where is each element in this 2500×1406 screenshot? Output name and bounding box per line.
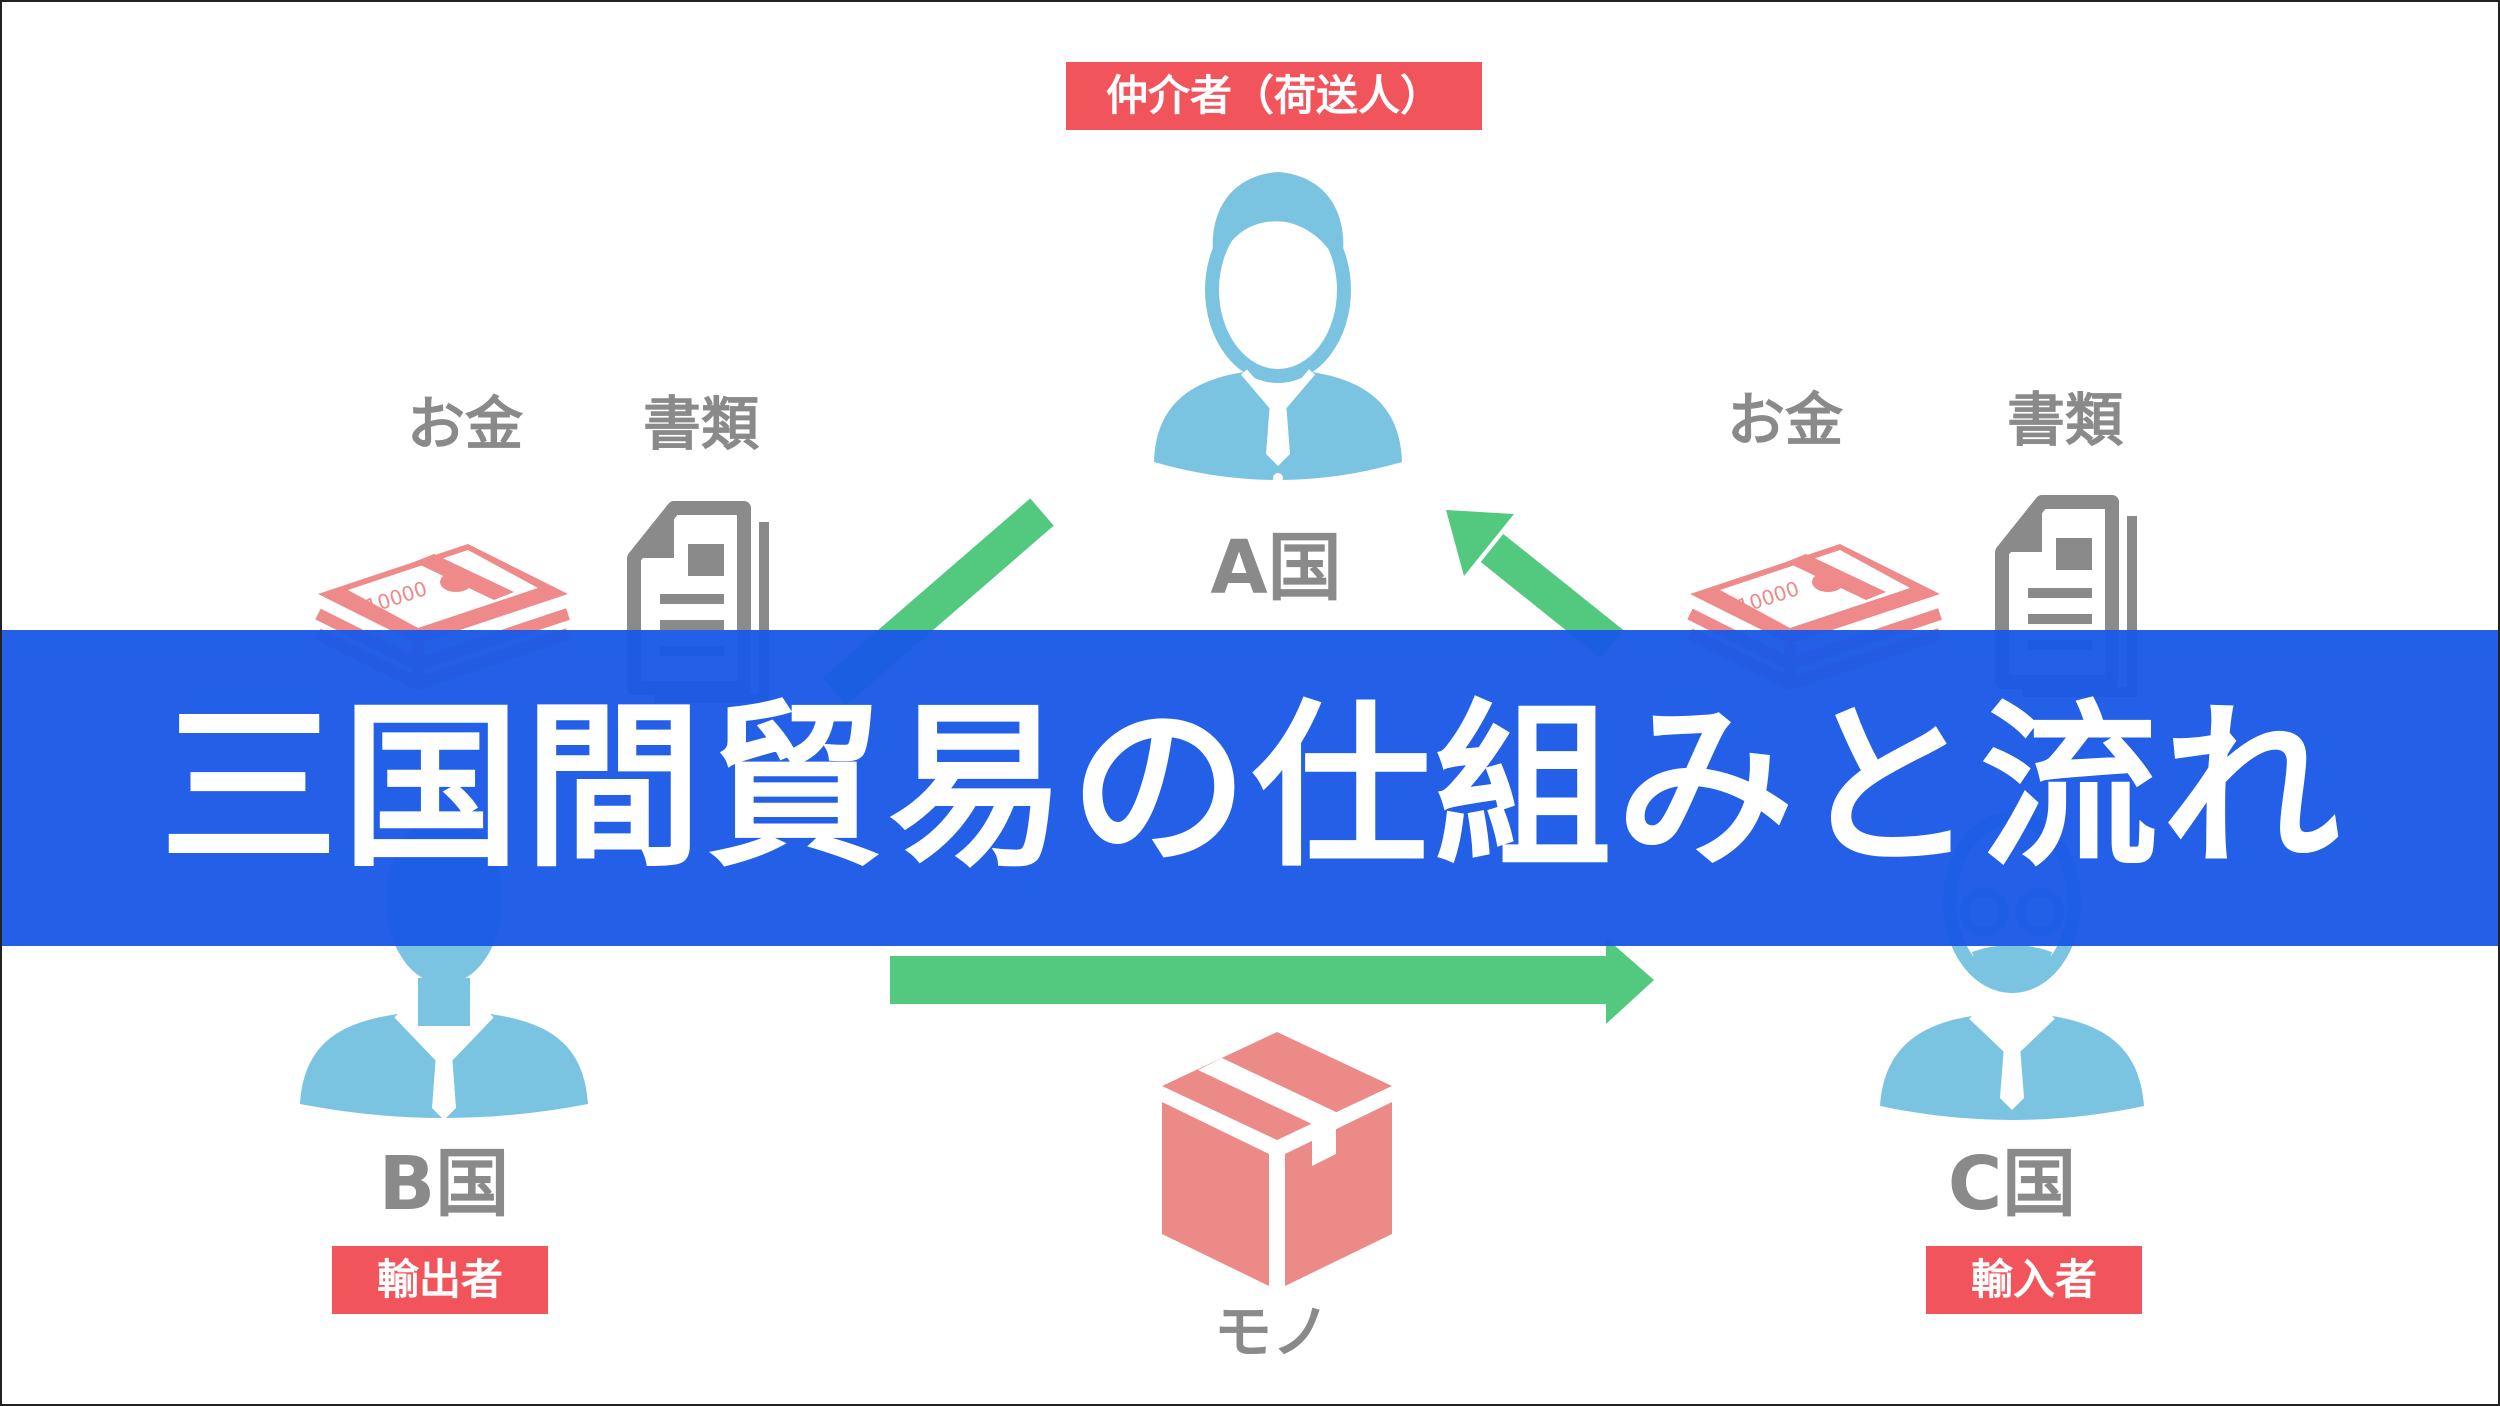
role-badge-c: 輸入者 <box>1926 1246 2142 1314</box>
role-badge-b: 輸出者 <box>332 1246 548 1314</box>
page-title: 三国間貿易の仕組みと流れ <box>160 684 2344 891</box>
country-label-b: B国 <box>378 1141 510 1227</box>
money-label-left: お金 <box>406 390 523 458</box>
documents-label-left: 書類 <box>642 390 759 458</box>
role-badge-a: 仲介者（荷送人） <box>1066 62 1482 130</box>
box-icon <box>1162 1032 1392 1286</box>
documents-label-right: 書類 <box>2006 386 2123 454</box>
goods-label: モノ <box>1213 1298 1330 1366</box>
country-label-a: A国 <box>1210 525 1342 611</box>
country-label-c: C国 <box>1947 1141 2077 1227</box>
person-icon-a <box>1154 172 1402 483</box>
title-band <box>2 630 2498 946</box>
money-label-right: お金 <box>1726 386 1843 454</box>
